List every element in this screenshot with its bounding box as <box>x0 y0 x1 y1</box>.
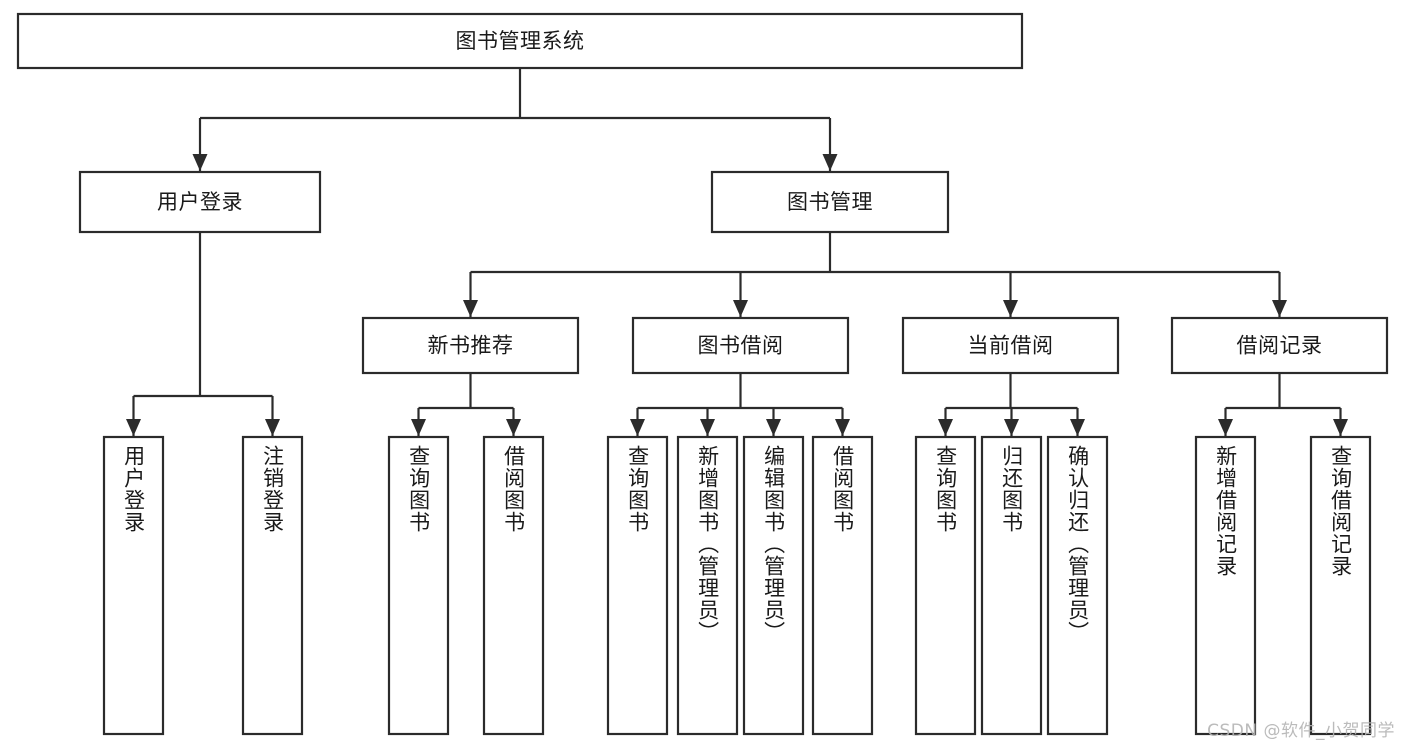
connectors-layer <box>126 68 1348 436</box>
level3-label-当前借阅-2: 当前借阅 <box>968 334 1054 358</box>
arrowhead-root-0 <box>192 154 208 171</box>
leaf-box-用户登录-0[interactable] <box>102 435 165 736</box>
arrowhead-book-mgmt-2 <box>1003 300 1018 317</box>
level3-label-新书推荐-0: 新书推荐 <box>428 334 514 358</box>
arrowhead-root-1 <box>822 154 838 171</box>
leaf-box-借阅图书-3[interactable] <box>482 435 545 736</box>
arrowhead-records-1 <box>1333 419 1348 436</box>
root-box-图书管理系统-0[interactable] <box>16 12 1024 70</box>
arrowhead-borrow-0 <box>630 419 645 436</box>
arrowhead-new-book-0 <box>411 419 426 436</box>
leaf-box-确认归还-管理员-10[interactable] <box>1046 435 1109 736</box>
leaf-box-查询图书-2[interactable] <box>387 435 450 736</box>
level3-label-图书借阅-1: 图书借阅 <box>698 334 784 358</box>
leaf-box-借阅图书-7[interactable] <box>811 435 874 736</box>
level3-box-借阅记录-3[interactable] <box>1170 316 1389 375</box>
level2-label-图书管理-1: 图书管理 <box>787 190 873 214</box>
leaf-box-编辑图书-管理员-6[interactable] <box>742 435 805 736</box>
leaf-box-查询图书-4[interactable] <box>606 435 669 736</box>
arrowhead-borrow-1 <box>700 419 715 436</box>
arrowhead-records-0 <box>1218 419 1233 436</box>
arrowhead-book-mgmt-3 <box>1272 300 1287 317</box>
root-label-图书管理系统-0: 图书管理系统 <box>456 29 585 53</box>
arrowhead-borrow-2 <box>766 419 781 436</box>
leaf-box-查询图书-8[interactable] <box>914 435 977 736</box>
leaf-box-查询借阅记录-12[interactable] <box>1309 435 1372 736</box>
level3-box-当前借阅-2[interactable] <box>901 316 1120 375</box>
arrowhead-borrow-3 <box>835 419 850 436</box>
arrowhead-current-0 <box>938 419 953 436</box>
leaf-box-新增图书-管理员-5[interactable] <box>676 435 739 736</box>
arrowhead-book-mgmt-1 <box>733 300 748 317</box>
level2-box-用户登录-0[interactable] <box>78 170 322 234</box>
level2-box-图书管理-1[interactable] <box>710 170 950 234</box>
arrowhead-user-login-0 <box>126 419 141 436</box>
leaf-box-归还图书-9[interactable] <box>980 435 1043 736</box>
leaf-box-新增借阅记录-11[interactable] <box>1194 435 1257 736</box>
level3-box-图书借阅-1[interactable] <box>631 316 850 375</box>
level3-label-借阅记录-3: 借阅记录 <box>1237 334 1323 358</box>
arrowhead-new-book-1 <box>506 419 521 436</box>
arrowhead-current-2 <box>1070 419 1085 436</box>
arrowhead-current-1 <box>1004 419 1019 436</box>
arrowhead-user-login-1 <box>265 419 280 436</box>
level3-box-新书推荐-0[interactable] <box>361 316 580 375</box>
boxes-layer <box>16 12 1389 736</box>
leaf-box-注销登录-1[interactable] <box>241 435 304 736</box>
level2-label-用户登录-0: 用户登录 <box>157 190 243 214</box>
arrowhead-book-mgmt-0 <box>463 300 478 317</box>
